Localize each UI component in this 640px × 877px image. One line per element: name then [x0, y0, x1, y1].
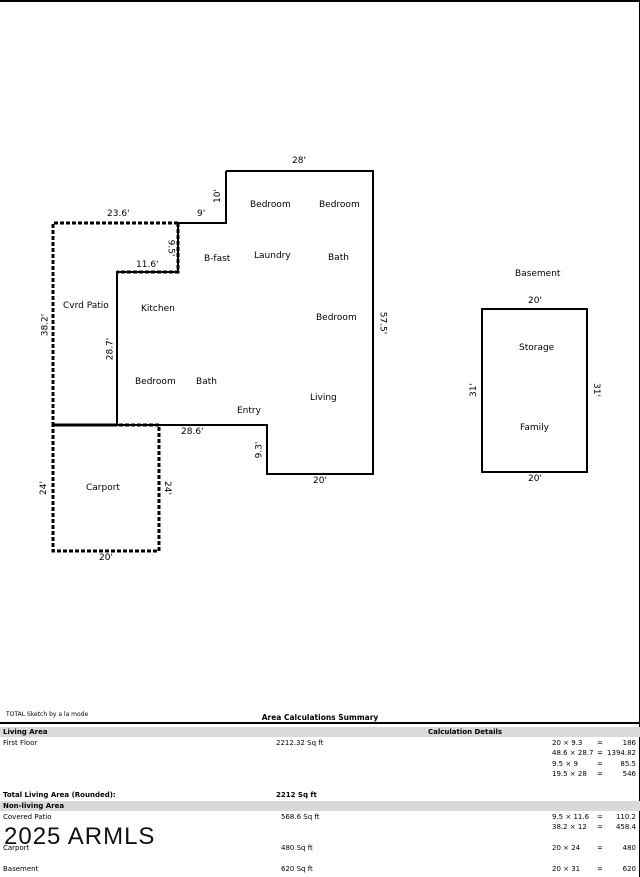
dim-entry-v: 9.3' — [254, 441, 265, 459]
total-living-value: 2212 Sq ft — [276, 791, 317, 799]
page-top-border — [0, 0, 640, 2]
room-laundry: Laundry — [254, 251, 291, 261]
dim-carport-right: 24' — [161, 481, 172, 495]
covered-patio-label: Covered Patio — [3, 813, 52, 821]
summary-rule — [0, 722, 640, 724]
living-area-header: Living Area — [3, 728, 48, 736]
armls-watermark: 2025 ARMLS — [4, 823, 156, 850]
room-bedroom-2: Bedroom — [319, 200, 360, 210]
patio-outline — [51, 221, 178, 427]
dim-carport-bottom: 20' — [99, 553, 113, 563]
first-floor-label: First Floor — [3, 739, 38, 747]
basement-dim-bottom: 20' — [528, 474, 542, 484]
room-storage: Storage — [519, 343, 555, 353]
dim-top-step-v: 10' — [212, 189, 223, 203]
basement-label: Basement — [3, 865, 39, 873]
basement-value: 620 Sq ft — [281, 865, 313, 873]
room-bedroom-4: Bedroom — [135, 377, 176, 387]
sketch-credit: TOTAL Sketch by a la mode — [6, 711, 89, 718]
total-living-label: Total Living Area (Rounded): — [3, 791, 116, 799]
summary-title: Area Calculations Summary — [261, 713, 379, 722]
patio-inner-outline — [117, 223, 180, 274]
room-carport: Carport — [86, 483, 120, 493]
first-floor-value: 2212.32 Sq ft — [276, 739, 324, 747]
covered-patio-value: 568.6 Sq ft — [281, 813, 320, 821]
room-cvrd-patio: Cvrd Patio — [63, 301, 109, 311]
room-living: Living — [310, 393, 337, 403]
carport-value: 480 Sq ft — [281, 844, 313, 852]
dim-left-top: 23.6' — [107, 209, 130, 219]
dim-top: 28' — [292, 156, 306, 166]
room-bath-1: Bath — [328, 253, 349, 263]
living-area-band: Living Area Calculation Details — [0, 727, 640, 737]
dim-left-side: 38.2' — [40, 313, 51, 337]
room-bfast: B-fast — [204, 254, 231, 264]
basement-dim-left: 31' — [468, 383, 479, 397]
dim-inner-h: 11.6' — [136, 260, 159, 270]
room-kitchen: Kitchen — [141, 304, 175, 314]
room-family: Family — [520, 423, 549, 433]
carport-label: Carport — [3, 844, 30, 852]
basement-dim-right: 31' — [590, 383, 601, 397]
basement-dim-top: 20' — [528, 296, 542, 306]
room-entry: Entry — [237, 406, 261, 416]
floor-plan-sketch — [51, 170, 588, 553]
area-calculations-summary: TOTAL Sketch by a la mode Area Calculati… — [0, 705, 640, 877]
room-bedroom-3: Bedroom — [316, 313, 357, 323]
dim-carport-left: 24' — [38, 481, 49, 495]
dim-right-side: 57.5' — [377, 311, 388, 335]
calc-details-header: Calculation Details — [428, 728, 503, 736]
dim-top-step-h: 9' — [197, 209, 206, 219]
room-bath-2: Bath — [196, 377, 217, 387]
dim-inner-long: 28.7' — [105, 337, 116, 361]
room-bedroom-1: Bedroom — [250, 200, 291, 210]
dim-bottom: 20' — [313, 476, 327, 486]
dim-inner-v: 9.5' — [165, 239, 176, 257]
non-living-band: Non-living Area — [0, 801, 640, 811]
dim-entry-h: 28.6' — [181, 427, 204, 437]
non-living-header: Non-living Area — [3, 802, 65, 810]
basement-outline — [481, 308, 588, 473]
basement-title: Basement — [515, 269, 561, 279]
carport-outline — [51, 423, 161, 553]
